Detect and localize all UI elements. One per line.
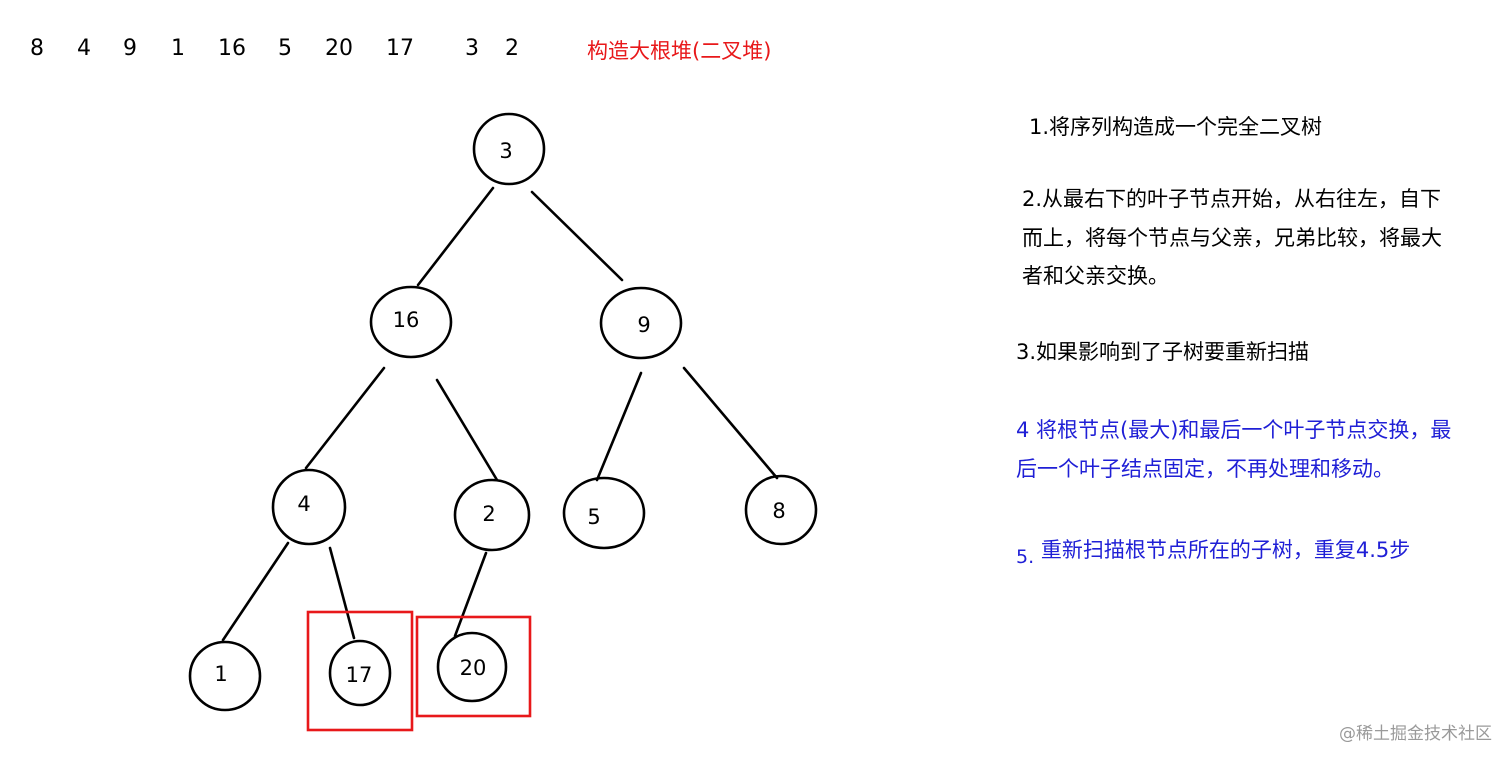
tree-node-circle	[271, 468, 347, 546]
sequence-value: 9	[123, 36, 137, 61]
tree-node-circle	[436, 631, 508, 703]
note-step-2-line-2: 而上，将每个节点与父亲，兄弟比较，将最大	[1022, 226, 1442, 250]
tree-edge	[304, 366, 386, 470]
diagram-title: 构造大根堆(二叉堆)	[587, 39, 772, 63]
tree-node-circle	[599, 286, 683, 360]
tree-edge	[328, 546, 356, 640]
sequence-value: 5	[278, 36, 292, 61]
sequence-value: 8	[30, 36, 44, 61]
tree-node-label: 9	[637, 313, 650, 337]
note-step-5-number: 5.	[1016, 546, 1035, 568]
sequence-value: 3	[465, 36, 479, 61]
note-step-5: 5. 重新扫描根节点所在的子树，重复4.5步	[1016, 531, 1410, 570]
highlight-box	[415, 615, 532, 718]
note-step-2-line-1: 2.从最右下的叶子节点开始，从右往左，自下	[1022, 187, 1442, 211]
note-step-4-line-2: 后一个叶子结点固定，不再处理和移动。	[1016, 457, 1394, 481]
note-step-3: 3.如果影响到了子树要重新扫描	[1016, 340, 1310, 364]
note-step-1: 1.将序列构造成一个完全二叉树	[1029, 115, 1323, 139]
tree-node-circle	[453, 478, 531, 552]
tree-edge	[595, 371, 643, 482]
tree-node-label: 2	[482, 502, 495, 526]
tree-node-circle	[328, 639, 392, 707]
tree-edge	[416, 186, 495, 287]
tree-node-circle	[562, 476, 646, 550]
sequence-value: 2	[505, 36, 519, 61]
tree-node-circle	[472, 112, 546, 186]
tree-node-label: 4	[297, 492, 310, 516]
tree-node-label: 1	[214, 662, 227, 686]
tree-node-label: 20	[460, 656, 487, 680]
note-step-2-line-3: 者和父亲交换。	[1022, 264, 1169, 288]
tree-node-label: 16	[393, 308, 420, 332]
watermark: @稀土掘金技术社区	[1339, 724, 1492, 744]
tree-edge	[530, 190, 624, 282]
tree-edge	[682, 366, 779, 480]
tree-node-circle	[744, 474, 818, 546]
tree-edge	[221, 541, 290, 642]
tree-node-label: 8	[772, 499, 785, 523]
sequence-value: 17	[386, 36, 414, 61]
tree-node-circle	[369, 285, 453, 359]
sequence-value: 16	[218, 36, 246, 61]
tree-node-label: 5	[587, 505, 600, 529]
tree-node-circle	[188, 640, 262, 712]
note-step-4-line-1: 4 将根节点(最大)和最后一个叶子节点交换，最	[1016, 418, 1452, 442]
tree-edge	[435, 378, 499, 482]
tree-edge	[453, 551, 488, 638]
note-step-5-text: 重新扫描根节点所在的子树，重复4.5步	[1040, 538, 1411, 562]
tree-node-label: 17	[346, 663, 373, 687]
tree-node-label: 3	[499, 139, 512, 163]
sequence-value: 4	[77, 36, 91, 61]
sequence-value: 1	[171, 36, 185, 61]
highlight-box	[306, 610, 414, 732]
sequence-value: 20	[325, 36, 353, 61]
